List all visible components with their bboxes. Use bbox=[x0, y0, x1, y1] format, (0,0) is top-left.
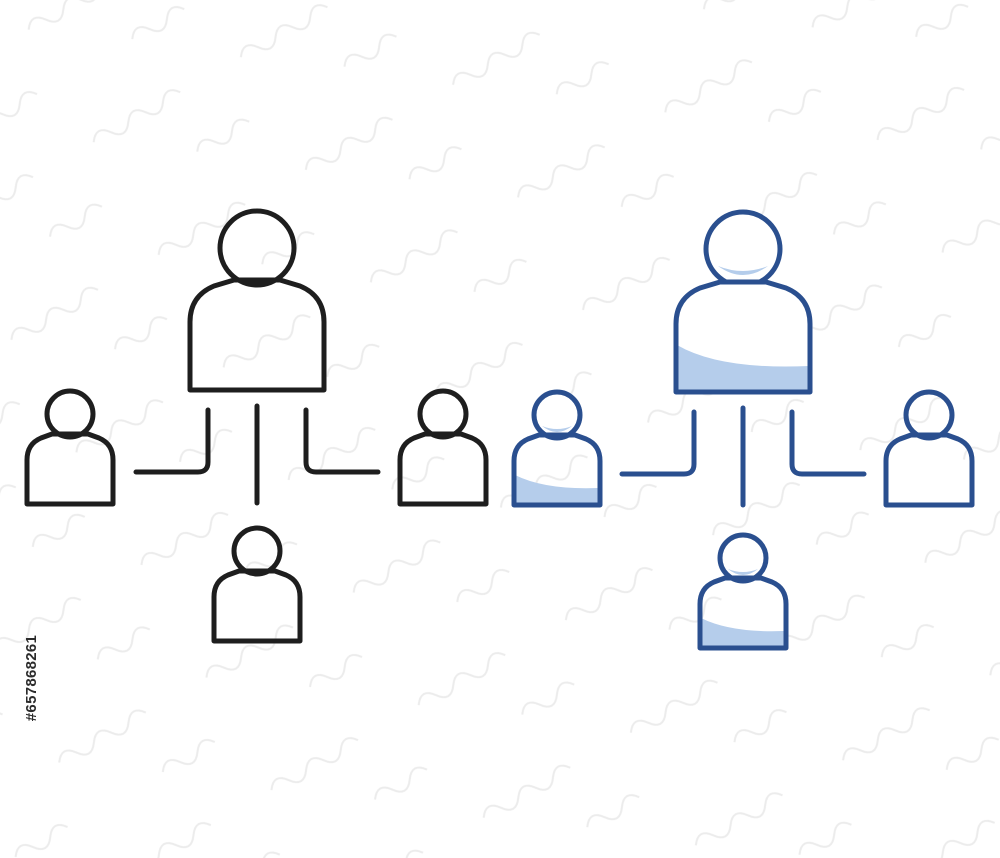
connector-lines bbox=[133, 403, 381, 506]
member-person-bottom-icon bbox=[697, 532, 789, 651]
body-shape bbox=[697, 575, 789, 651]
head-shade bbox=[542, 426, 572, 432]
head-circle bbox=[903, 389, 955, 441]
body-shade bbox=[515, 475, 598, 504]
head-circle bbox=[717, 532, 769, 584]
body-shape bbox=[397, 431, 489, 507]
connector-left bbox=[133, 407, 211, 475]
member-person-left-icon bbox=[24, 388, 116, 507]
body-shade bbox=[701, 618, 784, 647]
head-shade bbox=[718, 266, 768, 275]
head-circle bbox=[531, 389, 583, 441]
body-shape bbox=[24, 431, 116, 507]
member-person-bottom-icon bbox=[211, 525, 303, 644]
head-circle bbox=[217, 208, 297, 288]
member-person-right-icon bbox=[397, 388, 489, 507]
network-hierarchy-colored-icon bbox=[511, 209, 975, 651]
leader-person-icon bbox=[187, 208, 327, 393]
connector-left bbox=[619, 409, 697, 477]
stock-id-label: #657868261 bbox=[23, 634, 40, 722]
leader-person-icon bbox=[673, 209, 813, 395]
connector-right bbox=[303, 407, 381, 475]
body-shape bbox=[511, 432, 603, 508]
connector-right bbox=[789, 409, 867, 477]
head-circle bbox=[231, 525, 283, 577]
body-shade bbox=[677, 345, 809, 391]
body-shape bbox=[211, 568, 303, 644]
body-shape bbox=[883, 432, 975, 508]
connector-lines bbox=[619, 405, 867, 508]
body-shape bbox=[673, 279, 813, 395]
member-person-right-icon bbox=[883, 389, 975, 508]
head-circle bbox=[44, 388, 96, 440]
head-circle bbox=[417, 388, 469, 440]
head-shade bbox=[728, 569, 758, 575]
network-hierarchy-outline-icon bbox=[24, 208, 489, 644]
body-shape bbox=[187, 277, 327, 393]
member-person-left-icon bbox=[511, 389, 603, 508]
